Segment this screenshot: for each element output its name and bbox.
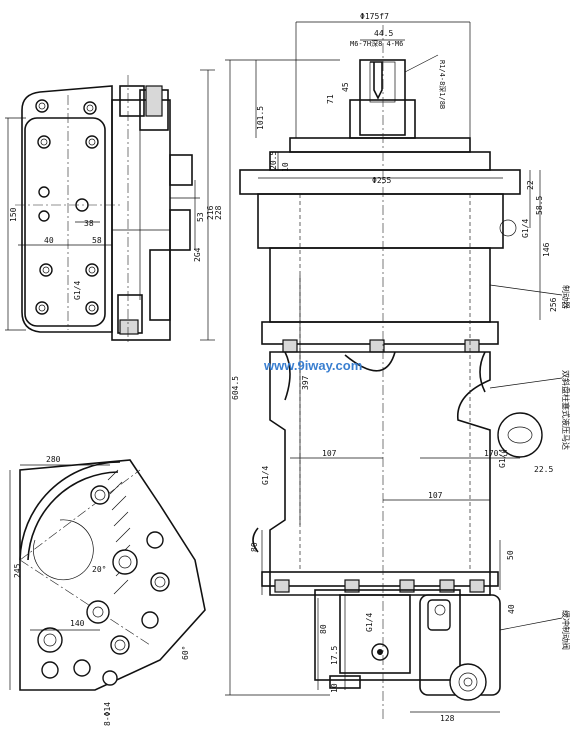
main-view bbox=[225, 21, 563, 720]
dim-107b: 107 bbox=[428, 491, 443, 500]
dim-g14-a: G1/4 bbox=[521, 219, 530, 238]
dim-17-5: 17.5 bbox=[330, 646, 339, 665]
hatch-band bbox=[107, 469, 131, 595]
dim-107a: 107 bbox=[322, 449, 337, 458]
dim-50: 50 bbox=[506, 550, 515, 560]
dim-22-5: 22.5 bbox=[534, 465, 553, 474]
dim-80a: 80 bbox=[250, 542, 259, 552]
dim-spline: M6-7H深8 4-M6 bbox=[350, 39, 403, 48]
dim-58-5: 58.5 bbox=[535, 196, 544, 215]
dim-140: 140 bbox=[70, 619, 85, 628]
dim-g14-b: G1/4 bbox=[261, 466, 270, 485]
dim-150: 150 bbox=[9, 207, 18, 222]
callout-labels: 制动器 双斜盘柱塞式液压马达 缓冲制动阀 bbox=[561, 285, 571, 650]
dim-58: 58 bbox=[92, 236, 102, 245]
plate-bolts bbox=[35, 99, 99, 315]
top-left-view bbox=[5, 69, 215, 345]
end-view-bolts bbox=[37, 485, 170, 686]
dim-2g4: 2G4 bbox=[193, 247, 202, 262]
dim-280: 280 bbox=[46, 455, 61, 464]
label-brake: 制动器 bbox=[561, 285, 571, 309]
dim-170-5: 170.5 bbox=[484, 449, 508, 458]
dim-228: 228 bbox=[214, 205, 223, 220]
dim-22: 22 bbox=[526, 180, 535, 190]
main-view-dimensions: Φ175f7 44.5 M6-7H深8 4-M6 R1/4-8深1/8B 45 … bbox=[231, 12, 558, 723]
dim-g14-left: G1/4 bbox=[73, 281, 82, 300]
bottom-left-view bbox=[9, 459, 206, 691]
dim-245: 245 bbox=[13, 563, 22, 578]
dim-256: 256 bbox=[549, 297, 558, 312]
dim-80b: 80 bbox=[319, 624, 328, 634]
dim-44-5: 44.5 bbox=[374, 29, 393, 38]
dim-128: 128 bbox=[440, 714, 455, 723]
dim-20deg: 20° bbox=[92, 565, 106, 574]
dim-216: 216 bbox=[206, 205, 215, 220]
dim-40: 40 bbox=[44, 236, 54, 245]
left-view-dimensions: 150 40 58 38 53 216 228 2G4 G1/4 280 245… bbox=[9, 205, 223, 726]
dim-40v: 40 bbox=[507, 604, 516, 614]
dim-71: 71 bbox=[326, 94, 335, 104]
dim-146: 146 bbox=[542, 242, 551, 257]
flange-bolts-row2 bbox=[274, 579, 485, 593]
dim-45: 45 bbox=[341, 82, 350, 92]
dim-53: 53 bbox=[196, 212, 205, 222]
flange-bolts-row1 bbox=[282, 339, 480, 353]
dim-60deg: 60° bbox=[181, 646, 190, 660]
dim-rk: R1/4-8深1/8B bbox=[438, 60, 447, 109]
dim-10: 10 bbox=[281, 162, 290, 172]
label-valve: 缓冲制动阀 bbox=[561, 610, 571, 650]
dim-604-5: 604.5 bbox=[231, 376, 240, 400]
dim-10b: 10 bbox=[330, 683, 339, 693]
watermark: www.9iway.com bbox=[263, 358, 362, 373]
dim-8phi14: 8-Φ14 bbox=[103, 702, 112, 726]
dim-38: 38 bbox=[84, 219, 94, 228]
dim-g14-c: G1/4 bbox=[498, 449, 507, 468]
dim-g14-d: G1/4 bbox=[365, 613, 374, 632]
label-motor: 双斜盘柱塞式液压马达 bbox=[561, 370, 571, 450]
dim-phi175: Φ175f7 bbox=[360, 12, 389, 21]
dim-397: 397 bbox=[301, 375, 310, 390]
dim-101-5: 101.5 bbox=[256, 106, 265, 130]
dim-phi255: Φ255 bbox=[372, 176, 391, 185]
dim-20-5: 20.5 bbox=[269, 151, 278, 170]
